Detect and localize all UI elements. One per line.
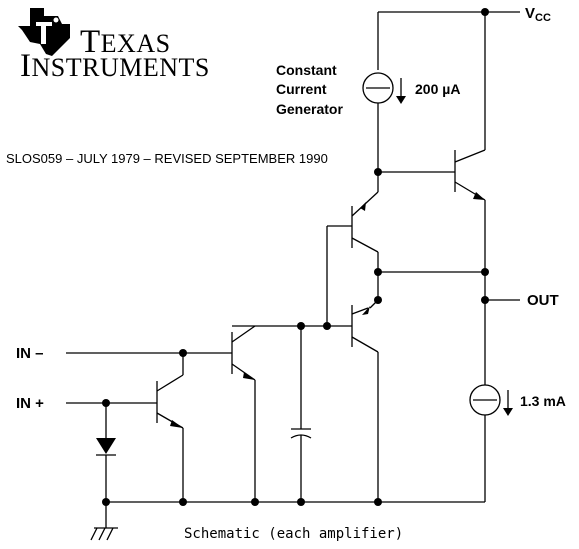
in-plus-label: IN + — [16, 395, 44, 412]
npn-transistor-icon — [156, 374, 184, 429]
ti-logo: TEXAS INSTRUMENTS — [18, 8, 210, 84]
generator-label-line2: Current — [276, 81, 327, 97]
logo-line1: TEXAS — [80, 24, 171, 60]
out-label: OUT — [527, 292, 559, 309]
vcc-label: VCC — [525, 5, 551, 24]
ground-icon — [90, 527, 118, 541]
diode-icon — [96, 403, 116, 502]
schematic-caption: Schematic (each amplifier) — [184, 526, 403, 542]
npn-transistor-icon — [351, 191, 379, 253]
generator-label-line3: Generator — [276, 101, 343, 117]
sink-value: 1.3 mA — [520, 393, 566, 409]
generator-value: 200 µA — [415, 81, 460, 97]
generator-label-line1: Constant — [276, 62, 337, 78]
npn-transistor-icon — [454, 149, 486, 201]
current-source-200ua: Constant Current Generator 200 µA — [276, 62, 460, 172]
npn-transistor-icon — [231, 325, 256, 381]
document-id: SLOS059 – JULY 1979 – REVISED SEPTEMBER … — [6, 151, 328, 166]
logo-line2: INSTRUMENTS — [20, 48, 210, 84]
capacitor-icon — [290, 326, 312, 502]
current-source-1-3ma: 1.3 mA — [469, 384, 566, 416]
in-minus-label: IN – — [16, 345, 44, 362]
vcc-rail: VCC — [377, 5, 551, 150]
ground-rail — [90, 498, 485, 541]
